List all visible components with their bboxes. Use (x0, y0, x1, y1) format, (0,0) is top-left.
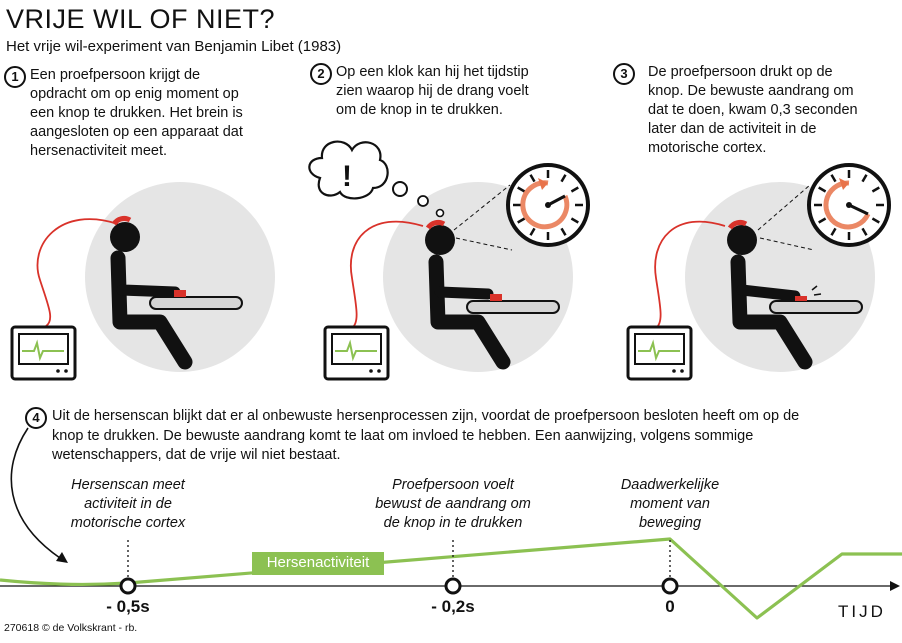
text-line: later dan de activiteit in de (648, 121, 817, 137)
monitor-icon (10, 325, 77, 381)
press-marks-icon (811, 285, 822, 296)
red-button-icon (490, 294, 502, 301)
annotation-line: de knop in te drukken (383, 515, 523, 531)
text-line: knop. De bewuste aandrang om (648, 83, 854, 99)
step-1-text: Een proefpersoon krijgt de opdracht om o… (30, 66, 243, 161)
panel-2-illustration (308, 140, 590, 381)
tick-label: - 0,2s (431, 597, 475, 616)
annotation-line: Hersenscan meet (71, 477, 185, 493)
axis-label: TIJD (838, 602, 886, 621)
electrode-cable (350, 220, 424, 329)
text-line: Op een klok kan hij het tijdstip (336, 64, 529, 80)
step-3-number: 3 (613, 63, 635, 85)
panel-3-illustration (626, 163, 891, 381)
text-line: motorische cortex. (648, 140, 767, 156)
timeline-marker (661, 577, 679, 595)
annotation-line: motorische cortex (70, 515, 186, 531)
annotation-line: beweging (638, 515, 702, 531)
text-line: Uit de hersenscan blijkt dat er al onbew… (52, 408, 800, 424)
step-1-number: 1 (4, 66, 26, 88)
person-figure (110, 215, 193, 370)
annotation-line: activiteit in de (84, 496, 172, 512)
page-subtitle: Het vrije wil-experiment van Benjamin Li… (6, 38, 342, 55)
step-4-text: Uit de hersenscan blijkt dat er al onbew… (52, 407, 902, 466)
axis-arrow-icon (890, 581, 900, 591)
desk-with-button (769, 285, 863, 314)
text-line: De proefpersoon drukt op de (648, 64, 833, 80)
clock-icon (807, 163, 891, 247)
annotation-line: Daadwerkelijke (620, 477, 720, 493)
text-line: dat te doen, kwam 0,3 seconden (648, 102, 858, 118)
red-button-icon (174, 290, 186, 297)
text-line: zien waarop hij de drang voelt (336, 83, 529, 99)
tick-label: - 0,5s (106, 597, 150, 616)
annotation-brain-scan: Hersenscan meet activiteit in de motoris… (38, 476, 218, 533)
text-line: Een proefpersoon krijgt de (30, 67, 201, 83)
activity-curve (0, 537, 902, 620)
sightline (455, 237, 513, 251)
electrode-cable (654, 220, 726, 329)
step-3-text: De proefpersoon drukt op de knop. De bew… (648, 63, 858, 158)
exclamation-icon: ! (342, 160, 352, 193)
step-2-text: Op een klok kan hij het tijdstip zien wa… (336, 63, 529, 120)
annotation-conscious-urge: Proefpersoon voelt bewust de aandrang om… (353, 476, 553, 533)
monitor-icon (626, 325, 693, 381)
sightline (453, 184, 511, 231)
tick-label: 0 (665, 597, 675, 616)
person-figure (425, 219, 511, 370)
annotation-line: Proefpersoon voelt (392, 477, 514, 493)
text-line: een knop te drukken. Het brein is (30, 105, 243, 121)
timeline (0, 427, 902, 620)
sightline (757, 184, 811, 231)
red-button-icon (795, 296, 807, 301)
text-line: hersenactiviteit meet. (30, 143, 168, 159)
text-line: om de knop in te drukken. (336, 102, 503, 118)
text-line: aangesloten op een apparaat dat (30, 124, 243, 140)
clock-icon (506, 163, 590, 247)
arrowhead-icon (56, 552, 68, 563)
credit-line: 270618 © de Volkskrant - rb. (4, 622, 138, 634)
person-figure (727, 219, 813, 370)
text-line: opdracht om op enig moment op (30, 86, 239, 102)
annotation-line: bewust de aandrang om (375, 496, 531, 512)
thought-bubble-icon (308, 140, 445, 218)
step-2-number: 2 (310, 63, 332, 85)
timeline-marker (119, 577, 137, 595)
connector-arrow (10, 427, 61, 559)
step-4-number: 4 (25, 407, 47, 429)
page-title: VRIJE WIL OF NIET? (6, 4, 276, 34)
timeline-marker (444, 577, 462, 595)
sightline (759, 237, 815, 251)
text-line: wetenschappers, dat de vrije wil niet be… (52, 447, 341, 463)
curve-label: Hersenactiviteit (266, 554, 370, 571)
monitor-icon (323, 325, 390, 381)
annotation-line: moment van (630, 496, 710, 512)
text-line: knop te drukken. De bewuste aandrang kom… (52, 427, 754, 444)
panel-1-illustration (10, 182, 275, 381)
curve-label-box (252, 552, 384, 575)
annotation-movement: Daadwerkelijke moment van beweging (600, 476, 740, 533)
desk-with-button (466, 294, 560, 314)
electrode-cable (36, 218, 119, 327)
desk-with-button (149, 290, 243, 310)
